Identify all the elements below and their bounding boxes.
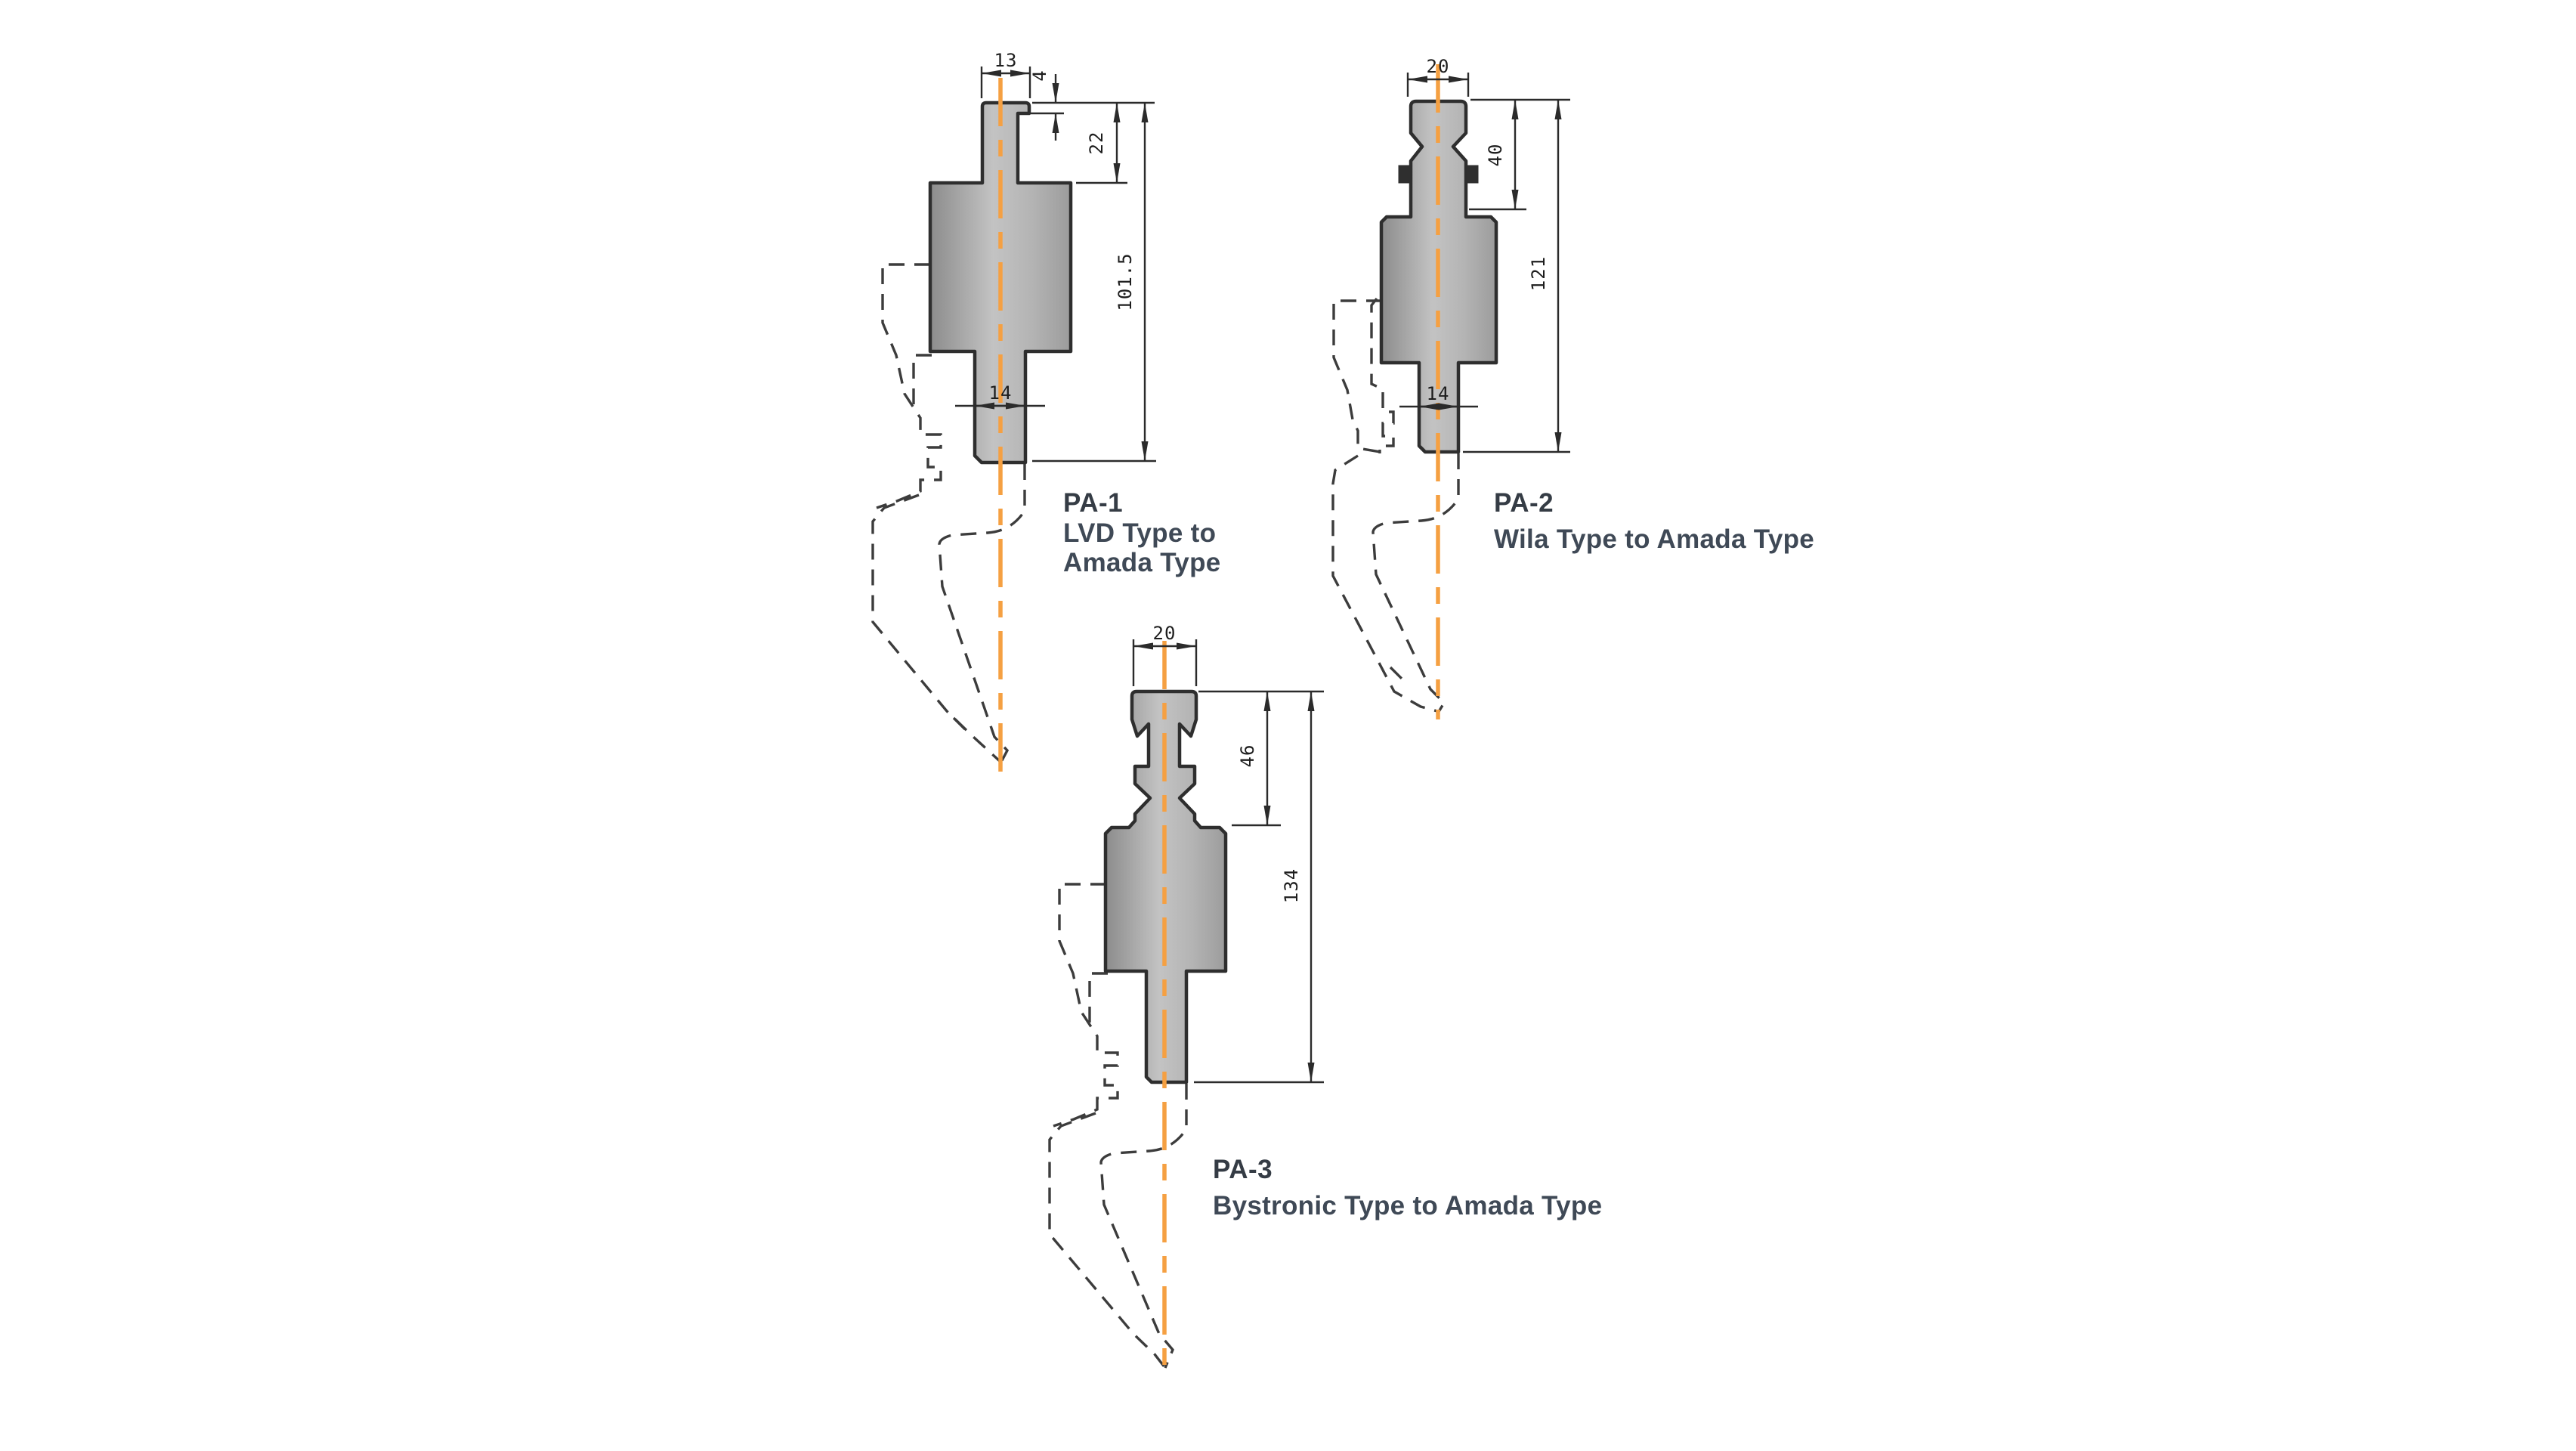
pa3-dim-tang: 46 bbox=[1237, 744, 1258, 768]
pa3-clamp-outline-dashed bbox=[1053, 883, 1119, 1128]
pa2-dim-tang: 40 bbox=[1485, 144, 1506, 167]
pa3-label: PA-3 Bystronic Type to Amada Type bbox=[1213, 1155, 1602, 1221]
pa3-punch-inner-outline-dashed bbox=[1099, 1084, 1188, 1369]
pa3-punch-outline-dashed bbox=[1048, 1112, 1167, 1369]
pa2-clamp-plate-dashed bbox=[1370, 297, 1395, 453]
pa2-dimensions: 20 40 121 14 bbox=[1399, 56, 1570, 453]
pa1-description-line: LVD Type to bbox=[1063, 518, 1217, 548]
pa2-code: PA-2 bbox=[1494, 488, 1554, 518]
pa2-dim-overall: 121 bbox=[1528, 256, 1549, 291]
pa1-punch-tip-chamfer-dashed bbox=[952, 716, 969, 734]
pa3-description: Bystronic Type to Amada Type bbox=[1213, 1191, 1602, 1221]
pa3-dim-top-width: 20 bbox=[1153, 623, 1177, 644]
pa2-punch-tip-chamfer-dashed bbox=[1389, 666, 1406, 683]
pa2-punch-outline-dashed bbox=[1331, 454, 1438, 713]
pa1-punch-inner-outline-dashed bbox=[938, 464, 1026, 764]
pa3-description-line: Bystronic Type to Amada Type bbox=[1213, 1191, 1603, 1221]
pa2-dim-shank: 14 bbox=[1427, 383, 1450, 404]
pa2-punch-inner-outline-dashed bbox=[1371, 453, 1460, 715]
pa1-dim-shank: 14 bbox=[989, 382, 1013, 404]
pa2-clamp-outline-dashed bbox=[1332, 299, 1382, 453]
pa1-punch-outline-dashed bbox=[871, 493, 1002, 763]
pa1-dim-tang: 22 bbox=[1086, 131, 1107, 155]
pa2-label: PA-2 Wila Type to Amada Type bbox=[1494, 488, 1814, 554]
pa3-dimensions: 20 46 134 bbox=[1132, 623, 1324, 1084]
pa1-dimensions: 13 4 22 101.5 14 bbox=[955, 50, 1156, 463]
pa2-right-safety-tab bbox=[1466, 165, 1479, 184]
pa2-description: Wila Type to Amada Type bbox=[1494, 524, 1814, 554]
pa1-description: LVD Type to Amada Type bbox=[1063, 518, 1221, 577]
pa1-dim-overall: 101.5 bbox=[1115, 252, 1136, 311]
pa2-left-safety-tab bbox=[1398, 165, 1411, 184]
pa3-dim-overall: 134 bbox=[1281, 868, 1302, 903]
pa2-description-line: Wila Type to Amada Type bbox=[1494, 524, 1815, 554]
pa1-drawing: 13 4 22 101.5 14 bbox=[871, 50, 1156, 782]
pa3-adapter-shape bbox=[1103, 689, 1228, 1084]
pa1-clamp-outline-dashed bbox=[876, 263, 942, 509]
pa1-dim-notch: 4 bbox=[1029, 70, 1050, 81]
pa2-dim-top-width: 20 bbox=[1427, 56, 1450, 77]
pa1-dim-top-width: 13 bbox=[994, 50, 1018, 71]
pa1-label: PA-1 LVD Type to Amada Type bbox=[1063, 488, 1221, 577]
pa1-description-line: Amada Type bbox=[1063, 548, 1221, 577]
pa3-code: PA-3 bbox=[1213, 1155, 1273, 1184]
pa1-code: PA-1 bbox=[1063, 488, 1124, 518]
pa3-drawing: 20 46 134 bbox=[1048, 623, 1324, 1377]
pa1-clamp-seat-dashed bbox=[912, 354, 932, 409]
pa3-clamp-seat-dashed bbox=[1088, 972, 1108, 1027]
pa2-drawing: 20 40 121 14 bbox=[1331, 56, 1570, 719]
